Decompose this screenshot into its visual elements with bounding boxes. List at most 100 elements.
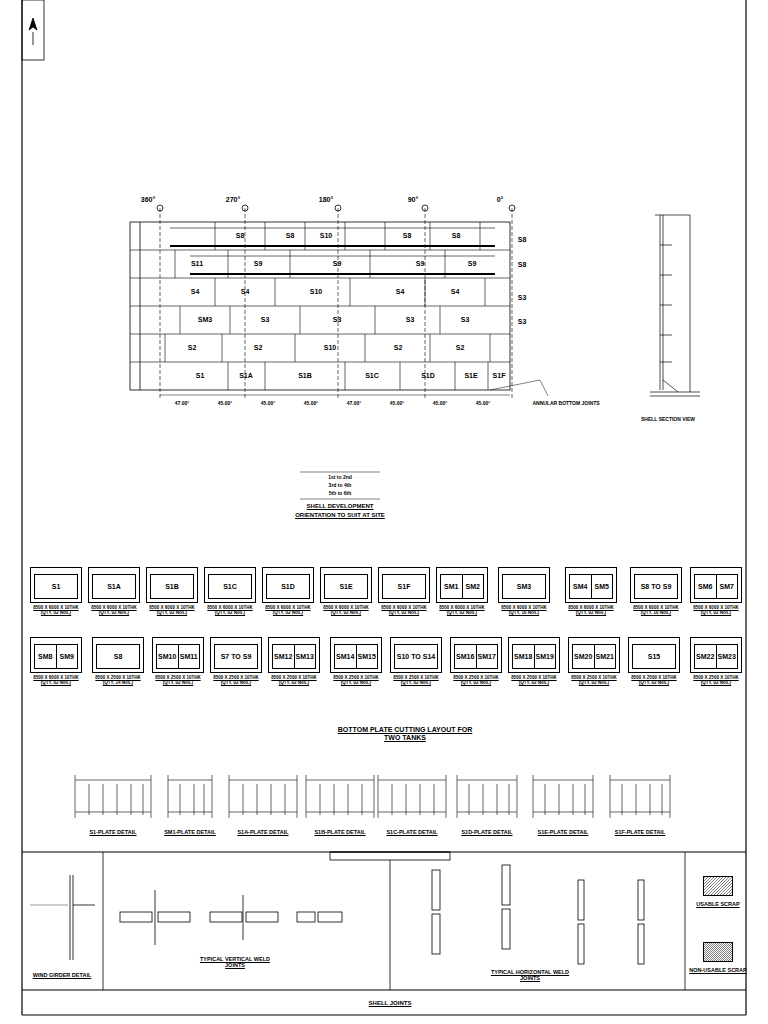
drawing-label: S8 (236, 232, 245, 240)
plate-box: SM18SM198500 X 2500 X 10THK (QTY. 02 Nos… (508, 637, 560, 673)
plate-size: 8500 X 2500 X 10THK (QTY. 02 Nos.) (447, 675, 505, 685)
plate-box: S1A8500 X 6000 X 10THK (QTY. 02 Nos.) (88, 567, 140, 603)
drawing-label: 45.00° (390, 401, 405, 407)
plate-outline: SM8SM9 (34, 644, 78, 669)
drawing-label: S4 (451, 288, 460, 296)
plate-box: S1E8500 X 6000 X 10THK (QTY. 02 Nos.) (320, 567, 372, 603)
plate-cell: S8 TO S9 (635, 575, 677, 598)
plate-cell: SM3 (503, 575, 545, 598)
plate-size: 8500 X 6000 X 10THK (QTY. 02 Nos.) (687, 605, 745, 615)
drawing-label: S1F-PLATE DETAIL (615, 829, 666, 835)
plate-size: 8500 X 2500 X 10THK (QTY. 02 Nos.) (387, 675, 445, 685)
plate-cell: S7 TO S9 (215, 645, 257, 668)
drawing-label: S1B (298, 372, 312, 380)
plate-mark: S1B (165, 583, 179, 590)
drawing-label: ANNULAR BOTTOM JOINTS (532, 401, 599, 407)
plate-box: SM14SM158500 X 2500 X 10THK (QTY. 02 Nos… (330, 637, 382, 673)
plate-size: 8500 X 6000 X 10THK (QTY. 10 Nos.) (627, 605, 685, 615)
drawing-label: S9 (333, 260, 342, 268)
plate-size: 8500 X 6000 X 10THK (QTY. 02 Nos.) (27, 675, 85, 685)
drawing-label: 90° (408, 196, 419, 204)
plate-mark: S1 (52, 583, 61, 590)
plate-size: 8500 X 2500 X 10THK (QTY. 02 Nos.) (327, 675, 385, 685)
plate-size: 8500 X 6000 X 10THK (QTY. 02 Nos.) (375, 605, 433, 615)
plate-mark: S1F (398, 583, 411, 590)
plate-box: S8 TO S98500 X 6000 X 10THK (QTY. 10 Nos… (630, 567, 682, 603)
plate-mark: SM16 (456, 653, 474, 660)
plate-outline: S1A (92, 574, 136, 599)
drawing-label: 45.00° (261, 401, 276, 407)
plate-outline: S8 (96, 644, 140, 669)
plate-outline: S10 TO S14 (394, 644, 438, 669)
drawing-label: TYPICAL VERTICAL WELD JOINTS (190, 956, 280, 968)
plate-outline: SM12SM13 (272, 644, 316, 669)
plate-mark: S7 TO S9 (221, 653, 252, 660)
plate-mark: SM3 (517, 583, 531, 590)
plate-mark: SM14 (336, 653, 354, 660)
drawing-label: 360° (141, 196, 155, 204)
drawing-label: S10 (320, 232, 332, 240)
plate-mark: SM5 (595, 583, 609, 590)
plate-size: 8500 X 2500 X 10THK (QTY. 02 Nos.) (207, 675, 265, 685)
drawing-label: 47.00° (175, 401, 190, 407)
plate-box: S1C8500 X 6000 X 10THK (QTY. 02 Nos.) (204, 567, 256, 603)
drawing-label: SHELL DEVELOPMENT (307, 503, 374, 510)
drawing-label: 45.00° (218, 401, 233, 407)
drawing-label: S1C-PLATE DETAIL (386, 829, 437, 835)
plate-cell: SM8 (35, 645, 56, 668)
drawing-label: S1D-PLATE DETAIL (461, 829, 512, 835)
plate-cell: S1D (267, 575, 309, 598)
plate-mark: SM19 (536, 653, 554, 660)
drawing-label: S1A (239, 372, 253, 380)
plate-size: 8500 X 6000 X 10THK (QTY. 02 Nos.) (143, 605, 201, 615)
plate-cell: SM21 (594, 645, 616, 668)
drawing-label: S9 (416, 260, 425, 268)
drawing-label: ORIENTATION TO SUIT AT SITE (295, 512, 385, 519)
plate-box: SM10SM118500 X 2500 X 10THK (QTY. 02 Nos… (152, 637, 204, 673)
drawing-label: 180° (319, 196, 333, 204)
plate-outline: S8 TO S9 (634, 574, 678, 599)
plate-mark: SM6 (698, 583, 712, 590)
plate-cell: S1F (383, 575, 425, 598)
drawing-label: 47.00° (347, 401, 362, 407)
drawing-label: 45.00° (433, 401, 448, 407)
plate-mark: SM15 (358, 653, 376, 660)
plate-outline: SM16SM17 (454, 644, 498, 669)
plate-box: S1D8500 X 6000 X 10THK (QTY. 02 Nos.) (262, 567, 314, 603)
plate-mark: S10 TO S14 (397, 653, 435, 660)
drawing-label: 270° (226, 196, 240, 204)
plate-size: 8500 X 2500 X 10THK (QTY. 02 Nos.) (565, 675, 623, 685)
plate-mark: SM22 (696, 653, 714, 660)
drawing-label: S2 (394, 344, 403, 352)
plate-cell: SM15 (356, 645, 378, 668)
plate-cell: S10 TO S14 (395, 645, 437, 668)
legend-text: USABLE SCRAP (696, 901, 739, 907)
plate-outline: S1D (266, 574, 310, 599)
drawing-label: 5th to 6th (329, 491, 352, 497)
drawing-label: S4 (241, 288, 250, 296)
plate-outline: SM18 SM19 (512, 644, 556, 669)
plate-box: S7 TO S98500 X 2500 X 10THK (QTY. 02 Nos… (210, 637, 262, 673)
plate-cell: SM22 (695, 645, 716, 668)
legend-swatch (703, 876, 733, 896)
plate-box: S1F8500 X 6000 X 10THK (QTY. 02 Nos.) (378, 567, 430, 603)
plate-box: SM8SM98500 X 6000 X 10THK (QTY. 02 Nos.) (30, 637, 82, 673)
drawing-label: S3 (406, 316, 415, 324)
plate-size: 8500 X 6000 X 10THK (QTY. 02 Nos.) (562, 605, 620, 615)
plate-mark: SM20 (574, 653, 592, 660)
plate-box: S158500 X 2500 X 10THK (QTY. 02 Nos.) (628, 637, 680, 673)
plate-box: S10 TO S148500 X 2500 X 10THK (QTY. 02 N… (390, 637, 442, 673)
plate-mark: SM18 (514, 653, 532, 660)
plate-outline: S1F (382, 574, 426, 599)
plate-outline: S1 (34, 574, 78, 599)
legend-text: NON-USABLE SCRAP (689, 967, 746, 973)
drawing-label: S1C (365, 372, 379, 380)
plate-cell: S15 (633, 645, 675, 668)
drawing-label: S3 (518, 294, 527, 302)
drawing-label: S1D (421, 372, 435, 380)
drawing-label: BOTTOM PLATE CUTTING LAYOUT FOR TWO TANK… (330, 726, 480, 741)
plate-size: 8500 X 6000 X 10THK (QTY. 02 Nos.) (85, 605, 143, 615)
plate-outline: S1E (324, 574, 368, 599)
plate-mark: SM2 (466, 583, 480, 590)
